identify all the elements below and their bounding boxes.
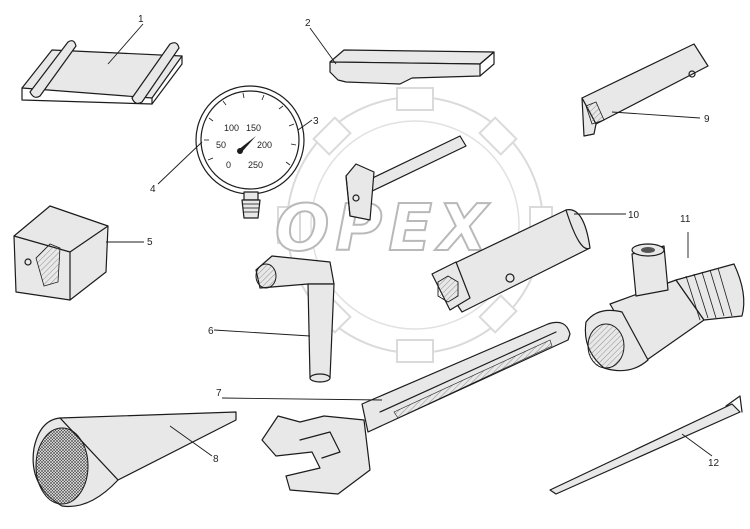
callout-6: 6 bbox=[208, 326, 214, 337]
callout-11: 11 bbox=[680, 214, 691, 225]
callout-9: 9 bbox=[704, 114, 710, 125]
gauge-label-250: 250 bbox=[248, 160, 263, 170]
watermark: OPEX bbox=[274, 87, 553, 363]
item-1-roller-plate bbox=[21, 40, 183, 105]
callout-3: 3 bbox=[313, 116, 319, 127]
callout-5: 5 bbox=[147, 237, 153, 248]
gauge-label-50: 50 bbox=[216, 140, 226, 150]
item-10-tube-socket bbox=[431, 209, 591, 313]
item-11-t-fitting bbox=[584, 243, 745, 372]
callout-2: 2 bbox=[305, 18, 311, 29]
callout-numbers: 1 2 3 4 5 6 7 8 9 10 11 12 bbox=[138, 14, 720, 469]
gauge-label-100: 100 bbox=[224, 123, 239, 133]
item-3-pressure-gauge: 0 50 100 150 200 250 bbox=[195, 85, 305, 219]
item-6-box-wrench bbox=[255, 255, 335, 383]
item-hammer bbox=[345, 135, 467, 221]
gauge-label-150: 150 bbox=[246, 123, 261, 133]
item-2-bar bbox=[329, 49, 495, 85]
item-5-hex-socket bbox=[13, 205, 109, 301]
watermark-text: OPEX bbox=[275, 192, 493, 266]
callout-12: 12 bbox=[708, 458, 720, 469]
item-7-adjustable-wrench bbox=[261, 321, 571, 495]
callout-8: 8 bbox=[213, 454, 219, 465]
callout-7: 7 bbox=[216, 388, 222, 399]
gauge-label-0: 0 bbox=[226, 160, 231, 170]
leader-lines bbox=[106, 23, 713, 457]
item-9-socket-bar bbox=[581, 43, 709, 137]
callout-1: 1 bbox=[138, 14, 144, 25]
item-12-pin-punch bbox=[549, 395, 743, 495]
callout-4: 4 bbox=[150, 184, 156, 195]
gauge-label-200: 200 bbox=[257, 140, 272, 150]
callout-10: 10 bbox=[628, 210, 640, 221]
item-8-funnel bbox=[32, 411, 237, 508]
gauge-needle bbox=[238, 136, 256, 153]
